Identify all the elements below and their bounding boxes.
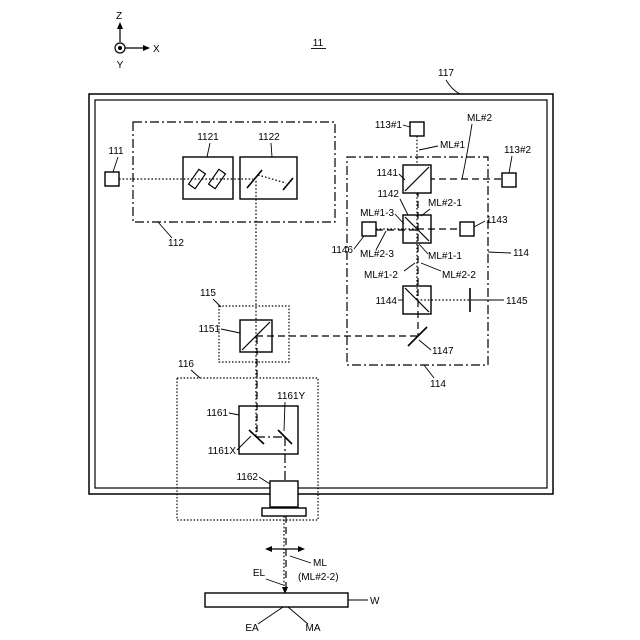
source-113-1-ref: 113#1 <box>375 120 403 131</box>
module-112-boundary <box>133 122 335 222</box>
beam-label-ml1-2: ML#1-2 <box>364 270 398 281</box>
reflector-1145-ref: 1145 <box>506 296 528 307</box>
source-111-ref: 111 <box>108 146 124 157</box>
mirror-1122-right <box>283 178 293 190</box>
beam-label-ml1: ML#1 <box>440 140 465 151</box>
detector-1143-ref: 1143 <box>486 215 508 226</box>
source-113-2-leader <box>509 156 512 173</box>
scanner-1161-ref: 1161 <box>206 408 228 419</box>
module-112-leader <box>158 222 172 238</box>
module-115-ref: 115 <box>200 288 216 299</box>
module-114-ref-side: 114 <box>513 248 529 259</box>
mirror-1147-leader <box>419 340 431 350</box>
element-1121 <box>183 157 233 199</box>
figure-ref: 11 <box>313 38 324 49</box>
beam-label-ml2-1: ML#2-1 <box>428 198 462 209</box>
beam-label-ml: ML <box>313 558 327 569</box>
module-116-ref: 116 <box>178 359 194 370</box>
module-115-boundary <box>219 306 289 362</box>
cube-1144-ref: 1144 <box>375 296 397 307</box>
objective-1162-plate <box>262 508 306 516</box>
combiner-1151-ref: 1151 <box>198 324 220 335</box>
scanner-1161 <box>239 406 298 454</box>
source-113-2-ref: 113#2 <box>504 145 532 156</box>
objective-1162-ref: 1162 <box>236 472 258 483</box>
axis-x-arrowhead <box>143 45 150 51</box>
area-ea-label: EA <box>245 623 259 634</box>
axis-z-arrowhead <box>117 22 123 29</box>
area-ma-label: MA <box>306 623 321 634</box>
coordinate-axes: Z X Y <box>115 11 160 71</box>
enclosure-outer-border <box>89 94 553 494</box>
mirror-1147-ref: 1147 <box>432 346 454 357</box>
scanner-1161-leader <box>229 413 239 415</box>
combiner-1151-leader <box>221 329 240 333</box>
enclosure-inner-border <box>95 100 547 488</box>
axis-y-label: Y <box>117 60 124 71</box>
element-1121-leader <box>207 143 210 157</box>
enclosure-ref: 117 <box>438 68 454 79</box>
beam-label-ml1-3: ML#1-3 <box>360 208 394 219</box>
area-ma-leader <box>288 607 308 624</box>
source-113-1-leader <box>403 125 410 127</box>
module-116-leader <box>191 370 200 378</box>
cube-1141-ref: 1141 <box>376 168 398 179</box>
beam-1122-internal <box>258 175 286 183</box>
detector-1146-ref: 1146 <box>331 245 353 256</box>
element-1121-ref: 1121 <box>197 132 219 143</box>
detector-1143-leader <box>474 221 485 227</box>
beam-label-ml1-2-leader <box>404 263 415 271</box>
source-113-1 <box>410 122 424 136</box>
beam-label-el-leader <box>266 579 283 585</box>
module-114-leader-bottom <box>424 365 434 378</box>
mirror-1161y-ref: 1161Y <box>277 391 306 402</box>
workpiece-w-ref: W <box>370 596 380 607</box>
source-111-leader <box>113 157 118 172</box>
beam-label-ml2: ML#2 <box>467 113 492 124</box>
element-1122-leader <box>271 143 272 157</box>
beam-label-ml2-2-leader <box>421 263 441 271</box>
cube-1142-leader <box>400 199 408 215</box>
source-113-2 <box>502 173 516 187</box>
module-114-ref-bottom: 114 <box>430 379 446 390</box>
beam-label-ml2-3-leader <box>376 231 386 250</box>
beam-label-ml-note: (ML#2-2) <box>298 572 339 583</box>
detector-1146-leader <box>354 236 364 249</box>
mirror-1161x-ref: 1161X <box>208 446 237 457</box>
detector-1143 <box>460 222 474 236</box>
beam-label-ml2-leader <box>462 124 472 179</box>
module-112-ref: 112 <box>168 238 184 249</box>
source-111 <box>105 172 119 186</box>
scan-arrowhead-left <box>265 546 272 552</box>
beam-label-ml-leader <box>290 556 311 563</box>
axis-y-dot-icon <box>118 46 122 50</box>
objective-1162 <box>270 481 298 507</box>
enclosure-leader <box>446 80 460 94</box>
beam-label-ml1-1: ML#1-1 <box>428 251 462 262</box>
beam-label-ml2-3: ML#2-3 <box>360 249 394 260</box>
objective-1162-leader <box>259 477 270 484</box>
workpiece-w <box>205 593 348 607</box>
element-1122-ref: 1122 <box>258 132 280 143</box>
beam-label-ml2-2: ML#2-2 <box>442 270 476 281</box>
cube-1142-ref: 1142 <box>377 189 399 200</box>
beam-label-el: EL <box>253 568 266 579</box>
beam-label-ml1-1-leader <box>419 244 428 254</box>
module-115-leader <box>213 299 221 307</box>
axis-x-label: X <box>153 44 160 55</box>
scan-arrowhead-right <box>298 546 305 552</box>
axis-z-label: Z <box>116 11 122 22</box>
module-114-leader-side <box>488 252 511 253</box>
area-ea-leader <box>258 607 283 624</box>
beam-label-ml1-leader <box>419 146 438 150</box>
detector-1146 <box>362 222 376 236</box>
